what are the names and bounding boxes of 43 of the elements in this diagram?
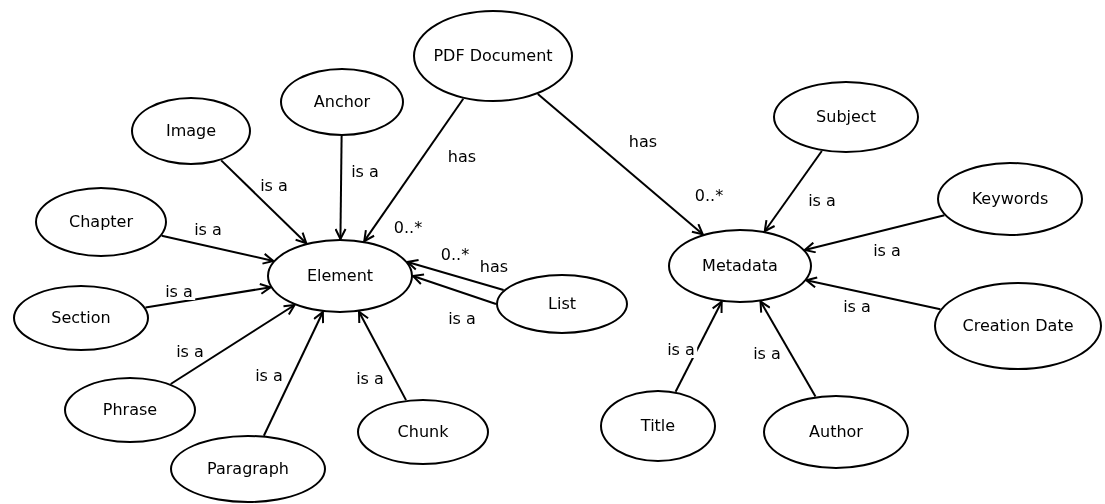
- edge-label: is a: [665, 342, 697, 358]
- edge-label: is a: [841, 299, 873, 315]
- multiplicity-label: 0..*: [393, 220, 423, 236]
- edge-label: is a: [349, 164, 381, 180]
- arrow: [169, 303, 296, 385]
- arrow: [220, 159, 308, 245]
- arrow: [536, 93, 704, 236]
- entity-name: Author: [809, 421, 863, 443]
- arrow: [759, 300, 817, 398]
- edge-label: is a: [806, 193, 838, 209]
- entity-name: Anchor: [313, 91, 371, 113]
- arrow: [674, 300, 723, 393]
- entity-name: Phrase: [102, 399, 158, 421]
- edge-label: is a: [163, 284, 195, 300]
- entity-name: Section: [51, 307, 111, 329]
- entity-ellipse: [267, 239, 413, 313]
- entity-name: Title: [640, 415, 676, 437]
- arrow: [334, 135, 347, 240]
- edge-label: is a: [192, 222, 224, 238]
- entity-name: Creation Date: [962, 315, 1074, 337]
- entity-name: List: [548, 293, 576, 315]
- edge-label: is a: [751, 346, 783, 362]
- multiplicity-label: 0..*: [694, 188, 724, 204]
- arrow: [412, 273, 497, 305]
- entity-name: Keywords: [971, 188, 1049, 210]
- edge-label: is a: [258, 178, 290, 194]
- edge-label: is a: [354, 371, 386, 387]
- entity-name: Paragraph: [207, 458, 289, 480]
- multiplicity-label: 0..*: [440, 247, 470, 263]
- edge-label: is a: [174, 344, 206, 360]
- entity-name: Element: [306, 265, 374, 287]
- entity-name: PDF Document: [433, 45, 553, 67]
- arrow: [262, 310, 325, 437]
- entity-name: Metadata: [702, 255, 778, 277]
- edge-label: is a: [871, 243, 903, 259]
- entity-name: Image: [165, 120, 217, 142]
- arrow: [358, 310, 408, 402]
- entity-name: Chapter: [69, 211, 133, 233]
- edge-label: is a: [253, 368, 285, 384]
- entity-name: Chunk: [397, 421, 449, 443]
- edge-label: is a: [446, 311, 478, 327]
- entity-name: Subject: [816, 106, 876, 128]
- arrow: [803, 214, 946, 254]
